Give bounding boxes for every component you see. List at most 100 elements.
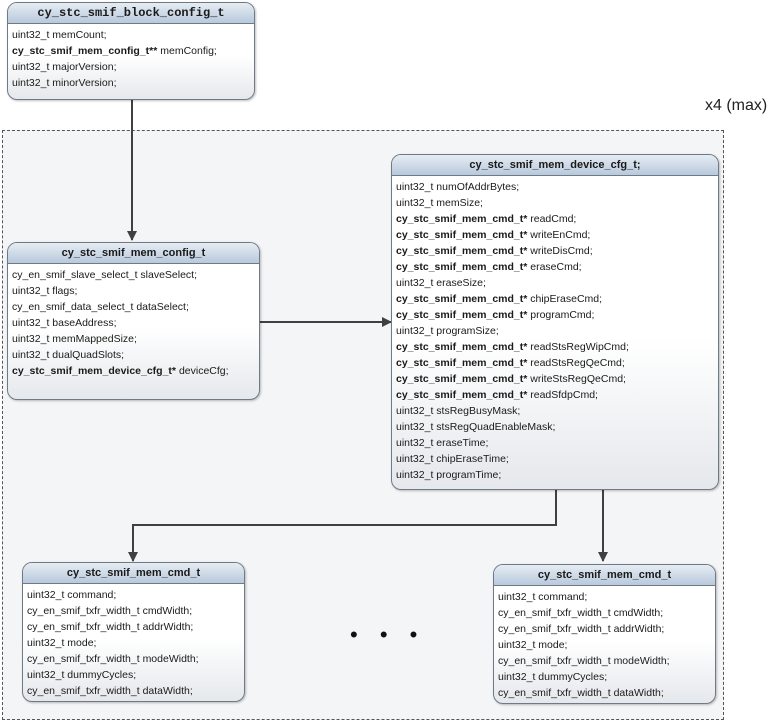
field-type: uint32_t — [396, 197, 434, 209]
struct-field: uint32_t dummyCycles; — [27, 667, 244, 683]
field-name: addrWidth; — [613, 623, 665, 635]
field-type: cy_en_smif_txfr_width_t — [498, 607, 611, 619]
field-name: stsRegQuadEnableMask; — [436, 421, 556, 433]
struct-field: uint32_t eraseTime; — [396, 435, 718, 451]
struct-field: uint32_t memSize; — [396, 195, 718, 211]
struct-field: cy_en_smif_txfr_width_t dataWidth; — [498, 685, 715, 701]
field-name: chipEraseTime; — [436, 453, 509, 465]
struct-field: uint32_t dummyCycles; — [498, 669, 715, 685]
field-type: uint32_t — [12, 77, 50, 89]
field-name: programCmd; — [530, 309, 595, 321]
field-name: dataWidth; — [142, 685, 193, 697]
struct-field: uint32_t memCount; — [12, 27, 254, 43]
field-name: mode; — [67, 637, 97, 649]
struct-field: uint32_t mode; — [498, 637, 715, 653]
struct-field: cy_en_smif_txfr_width_t modeWidth; — [498, 653, 715, 669]
field-type: uint32_t — [396, 421, 434, 433]
struct-field: cy_en_smif_txfr_width_t addrWidth; — [27, 619, 244, 635]
struct-field: uint32_t baseAddress; — [12, 315, 259, 331]
block-config-struct: cy_stc_smif_block_config_t uint32_t memC… — [7, 2, 255, 100]
struct-field: cy_en_smif_data_select_t dataSelect; — [12, 299, 259, 315]
struct-field: cy_en_smif_txfr_width_t cmdWidth; — [27, 603, 244, 619]
struct-field: uint32_t command; — [498, 589, 715, 605]
field-name: mode; — [538, 639, 568, 651]
struct-field: uint32_t programSize; — [396, 323, 718, 339]
field-type: cy_en_smif_txfr_width_t — [498, 687, 611, 699]
field-name: cmdWidth; — [613, 607, 664, 619]
struct-field: uint32_t dualQuadSlots; — [12, 347, 259, 363]
field-type: uint32_t — [498, 671, 536, 683]
struct-field: uint32_t flags; — [12, 283, 259, 299]
field-type: cy_en_smif_txfr_width_t — [498, 655, 611, 667]
field-type: cy_stc_smif_mem_cmd_t* — [396, 309, 528, 321]
field-name: readSfdpCmd; — [530, 389, 598, 401]
struct-field: cy_stc_smif_mem_config_t** memConfig; — [12, 43, 254, 59]
field-name: flags; — [52, 285, 78, 297]
field-type: uint32_t — [396, 453, 434, 465]
field-type: uint32_t — [12, 317, 50, 329]
field-type: uint32_t — [27, 589, 65, 601]
field-name: minorVersion; — [52, 77, 117, 89]
field-type: uint32_t — [498, 639, 536, 651]
field-name: dualQuadSlots; — [52, 349, 125, 361]
struct-field: uint32_t stsRegQuadEnableMask; — [396, 419, 718, 435]
field-type: cy_stc_smif_mem_config_t** — [12, 45, 158, 57]
field-name: modeWidth; — [142, 653, 199, 665]
field-name: cmdWidth; — [142, 605, 193, 617]
struct-field: cy_stc_smif_mem_cmd_t* writeEnCmd; — [396, 227, 718, 243]
mem-config-struct: cy_stc_smif_mem_config_t cy_en_smif_slav… — [7, 242, 260, 400]
block-config-fields: uint32_t memCount;cy_stc_smif_mem_config… — [8, 24, 254, 91]
field-name: chipEraseCmd; — [530, 293, 603, 305]
struct-field: cy_stc_smif_mem_cmd_t* readSfdpCmd; — [396, 387, 718, 403]
device-cfg-title: cy_stc_smif_mem_device_cfg_t; — [392, 155, 718, 176]
field-name: dataWidth; — [613, 687, 664, 699]
field-name: majorVersion; — [52, 61, 117, 73]
device-cfg-struct: cy_stc_smif_mem_device_cfg_t; uint32_t n… — [391, 154, 719, 490]
field-type: uint32_t — [27, 669, 65, 681]
field-type: cy_en_smif_txfr_width_t — [27, 605, 140, 617]
connector-devicecfg-to-cmd-left — [128, 490, 557, 562]
mem-cmd-struct-left: cy_stc_smif_mem_cmd_t uint32_t command;c… — [22, 562, 245, 702]
field-name: stsRegBusyMask; — [436, 405, 521, 417]
mem-config-title: cy_stc_smif_mem_config_t — [8, 243, 259, 264]
field-name: programTime; — [436, 469, 502, 481]
mem-cmd-struct-right: cy_stc_smif_mem_cmd_t uint32_t command;c… — [493, 564, 716, 704]
field-type: uint32_t — [396, 181, 434, 193]
struct-field: cy_en_smif_txfr_width_t dataWidth; — [27, 683, 244, 699]
struct-field: uint32_t command; — [27, 587, 244, 603]
struct-field: cy_en_smif_txfr_width_t modeWidth; — [27, 651, 244, 667]
field-name: memConfig; — [160, 45, 217, 57]
field-type: uint32_t — [396, 405, 434, 417]
field-name: eraseCmd; — [530, 261, 582, 273]
field-name: writeEnCmd; — [530, 229, 591, 241]
field-type: cy_en_smif_txfr_width_t — [498, 623, 611, 635]
field-type: uint32_t — [12, 61, 50, 73]
struct-field: cy_en_smif_txfr_width_t addrWidth; — [498, 621, 715, 637]
field-name: dummyCycles; — [67, 669, 137, 681]
struct-field: cy_stc_smif_mem_cmd_t* writeDisCmd; — [396, 243, 718, 259]
mem-config-fields: cy_en_smif_slave_select_t slaveSelect;ui… — [8, 264, 259, 379]
struct-field: cy_stc_smif_mem_cmd_t* chipEraseCmd; — [396, 291, 718, 307]
field-name: dataSelect; — [136, 301, 189, 313]
field-type: cy_stc_smif_mem_cmd_t* — [396, 373, 528, 385]
struct-field: uint32_t stsRegBusyMask; — [396, 403, 718, 419]
block-config-title: cy_stc_smif_block_config_t — [8, 3, 254, 24]
struct-field: cy_stc_smif_mem_device_cfg_t* deviceCfg; — [12, 363, 259, 379]
field-type: uint32_t — [12, 333, 50, 345]
field-name: readStsRegWipCmd; — [530, 341, 629, 353]
struct-field: uint32_t mode; — [27, 635, 244, 651]
field-type: cy_stc_smif_mem_cmd_t* — [396, 357, 528, 369]
struct-field: uint32_t chipEraseTime; — [396, 451, 718, 467]
field-type: cy_en_smif_txfr_width_t — [27, 685, 140, 697]
field-name: command; — [67, 589, 117, 601]
field-type: cy_stc_smif_mem_cmd_t* — [396, 389, 528, 401]
more-commands-ellipsis: • • • — [350, 622, 426, 647]
field-name: command; — [538, 591, 588, 603]
field-name: writeDisCmd; — [530, 245, 593, 257]
field-name: baseAddress; — [52, 317, 117, 329]
field-name: memCount; — [52, 29, 107, 41]
field-name: memMappedSize; — [52, 333, 137, 345]
field-type: uint32_t — [12, 29, 50, 41]
field-name: readCmd; — [530, 213, 577, 225]
field-type: cy_stc_smif_mem_cmd_t* — [396, 261, 528, 273]
